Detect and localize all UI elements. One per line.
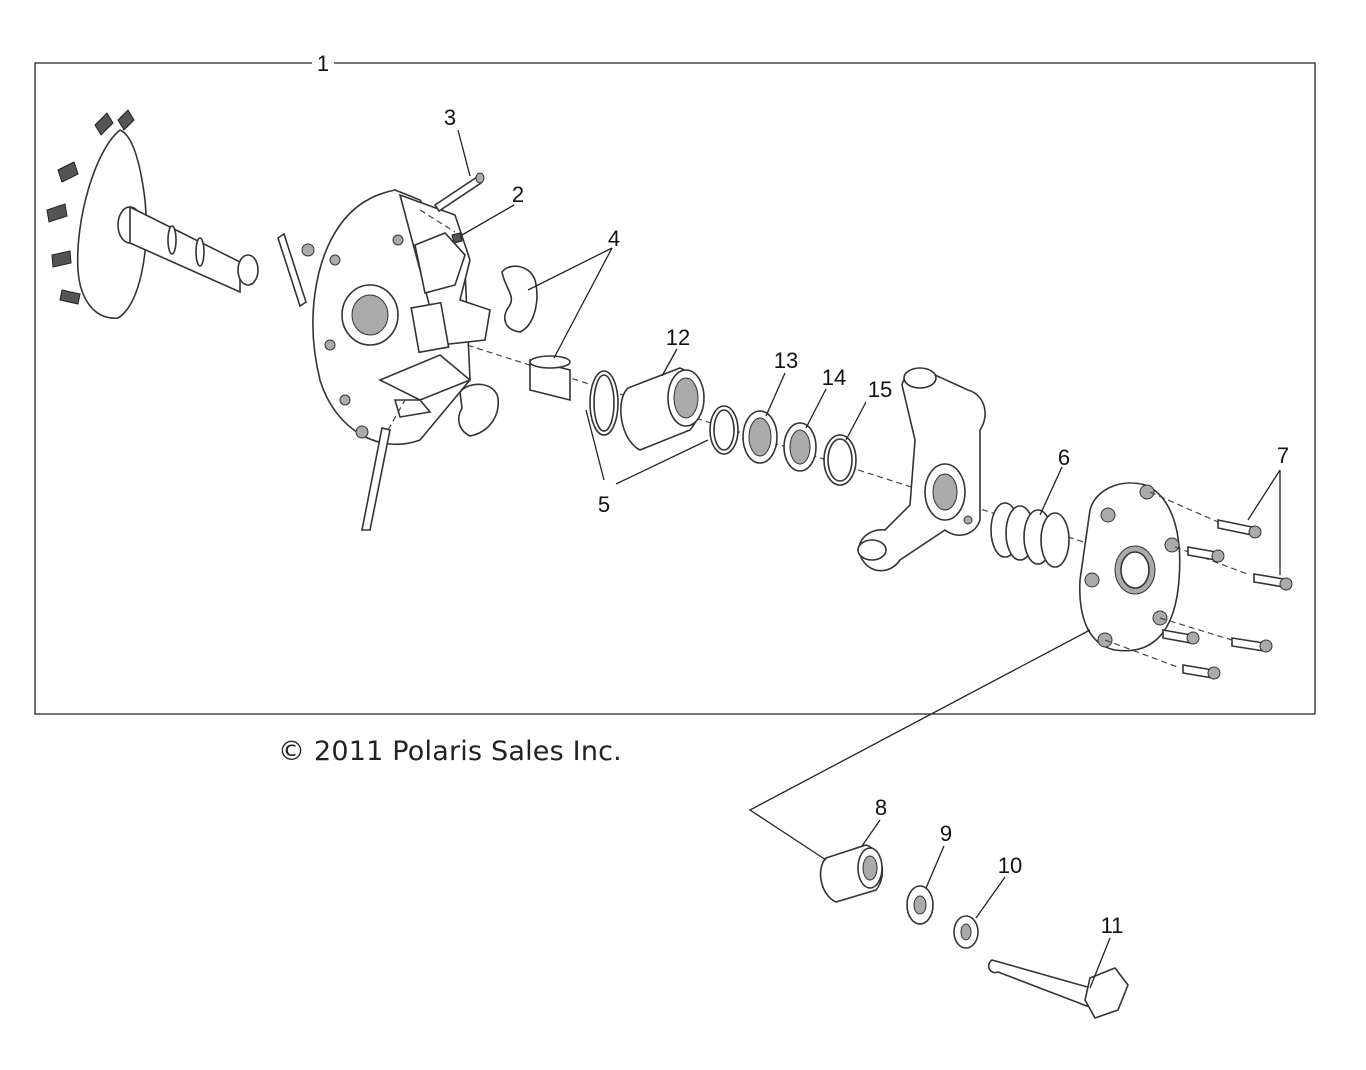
assembly-frame: [34, 62, 1316, 715]
fixed-sheave: [46, 109, 259, 319]
callout-15: 15: [868, 377, 892, 402]
callout-5: 5: [598, 492, 610, 517]
cover-plate: [1079, 482, 1181, 652]
callout-12: 12: [666, 325, 690, 350]
leader-lines: [457, 129, 1281, 989]
spider: [857, 367, 986, 572]
callout-1: 1: [317, 51, 329, 76]
part-4-weight-upper: [501, 265, 538, 333]
movable-sheave: [312, 189, 491, 445]
part-4-weight-lower: [457, 383, 499, 437]
part-3-pin: [433, 175, 483, 213]
part-7-bolts: [1104, 491, 1293, 680]
callout-labels: 1 2 3 4 5 6 7 8 9 10 11 12 13 14 15: [317, 51, 1289, 938]
callout-14: 14: [822, 365, 846, 390]
callout-8: 8: [875, 795, 887, 820]
callout-9: 9: [940, 821, 952, 846]
callout-2: 2: [512, 182, 524, 207]
callout-11: 11: [1101, 913, 1124, 938]
part-6-spring: [990, 502, 1070, 568]
callout-6: 6: [1058, 445, 1070, 470]
copyright-notice: © 2011 Polaris Sales Inc.: [278, 736, 622, 767]
part-11-bolt: [987, 959, 1129, 1019]
pin-left: [277, 232, 307, 308]
callout-3: 3: [444, 105, 456, 130]
callout-13: 13: [774, 348, 798, 373]
callout-10: 10: [998, 853, 1022, 878]
part-8-bushing: [819, 844, 884, 903]
nut-left: [301, 243, 315, 257]
nut-lower: [355, 425, 369, 439]
pin-lower: [361, 427, 391, 531]
callout-4: 4: [608, 226, 620, 251]
callout-7: 7: [1277, 443, 1289, 468]
part-2-screw: [451, 232, 463, 244]
